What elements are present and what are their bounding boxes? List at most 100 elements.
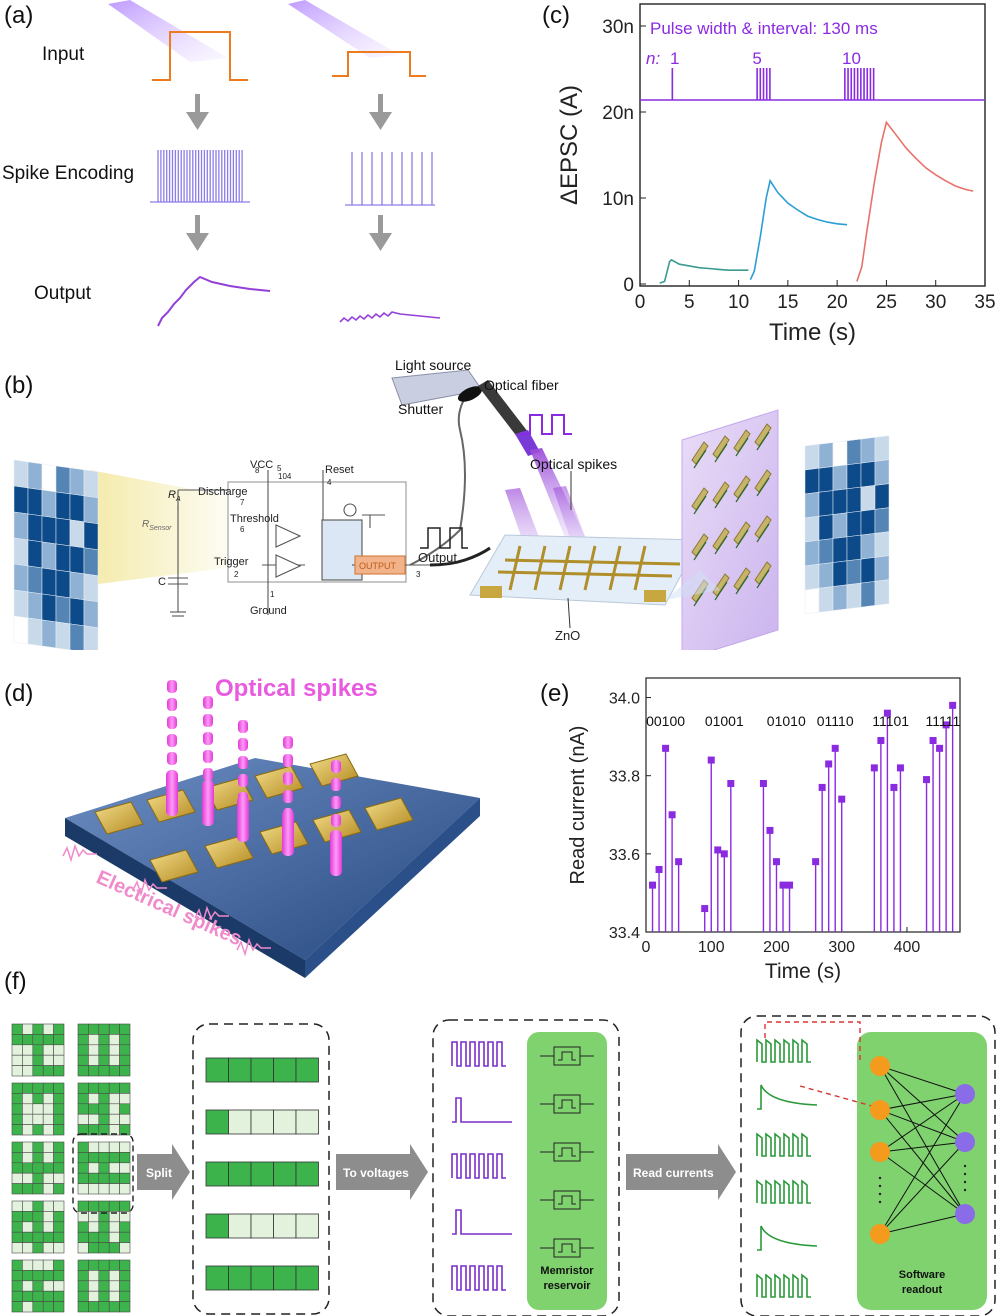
letter-pixel bbox=[53, 1124, 65, 1136]
connection bbox=[879, 1065, 966, 1143]
pixel bbox=[846, 510, 862, 538]
letter-pixel bbox=[98, 1270, 110, 1282]
split-arrow-icon bbox=[137, 1144, 190, 1200]
letter-pixel bbox=[88, 1290, 100, 1302]
letter-pixel bbox=[32, 1054, 44, 1066]
letter-pixel bbox=[11, 1162, 23, 1174]
code-label: 11111 bbox=[925, 713, 960, 729]
letter-pixel bbox=[42, 1093, 54, 1105]
pulse-count-label: 10 bbox=[842, 49, 861, 68]
pixel bbox=[69, 623, 85, 650]
light-pulse-icon bbox=[520, 414, 572, 435]
optical-pulse bbox=[203, 696, 213, 709]
pixel bbox=[860, 461, 876, 488]
optical-fiber-label: Optical fiber bbox=[484, 377, 559, 393]
x-tick-label: 15 bbox=[777, 292, 798, 313]
pixel bbox=[846, 486, 862, 514]
optical-pulse bbox=[167, 680, 177, 693]
pixel bbox=[41, 541, 57, 571]
circuit-output-label: Output bbox=[418, 550, 457, 565]
pulse-bar bbox=[762, 68, 765, 100]
spike-train-dense bbox=[157, 150, 243, 202]
memristor-reservoir-box bbox=[527, 1032, 607, 1310]
letter-pixel bbox=[88, 1152, 100, 1164]
pixel bbox=[860, 509, 876, 536]
letter-pixel bbox=[32, 1259, 44, 1271]
letter-pixel bbox=[77, 1082, 89, 1094]
letter-pixel bbox=[77, 1054, 89, 1066]
code-label: 01001 bbox=[705, 713, 744, 729]
trigger-label: Trigger bbox=[214, 556, 249, 568]
pixel bbox=[69, 467, 85, 497]
split-rows bbox=[205, 1057, 319, 1291]
letter-pixel bbox=[32, 1231, 44, 1243]
panel-c-label: (c) bbox=[542, 2, 570, 29]
letter-pixel bbox=[88, 1065, 100, 1077]
letter-pixel bbox=[32, 1242, 44, 1254]
letter-pixel bbox=[22, 1200, 34, 1212]
letter-pixel bbox=[53, 1259, 65, 1271]
letter-pixel bbox=[77, 1183, 89, 1195]
timer-circuit bbox=[168, 389, 491, 617]
letter-pixel bbox=[11, 1290, 23, 1302]
letter-pixel bbox=[108, 1172, 120, 1184]
letter-pixel bbox=[98, 1044, 110, 1056]
x-axis-label: Time (s) bbox=[769, 319, 856, 346]
current-waveform bbox=[756, 1038, 811, 1063]
stem-marker bbox=[812, 858, 820, 866]
pixel bbox=[804, 564, 820, 591]
letter-pixel bbox=[98, 1023, 110, 1035]
letter-pixel bbox=[119, 1301, 131, 1313]
pixel bbox=[13, 485, 29, 515]
letter-pixel bbox=[108, 1259, 120, 1271]
rsensor-sub: Sensor bbox=[149, 525, 172, 532]
pixel bbox=[874, 555, 890, 582]
letter-pixel bbox=[32, 1023, 44, 1035]
stem-marker bbox=[929, 737, 937, 745]
optical-pulse bbox=[331, 814, 341, 827]
letter-pixel bbox=[88, 1200, 100, 1212]
pin-7: 7 bbox=[240, 498, 245, 507]
row-cell bbox=[273, 1161, 297, 1187]
row-cell bbox=[205, 1057, 229, 1083]
letter-pixel bbox=[77, 1023, 89, 1035]
letter-pixel bbox=[53, 1093, 65, 1105]
output-label: Output bbox=[34, 283, 92, 304]
pixel bbox=[846, 462, 862, 490]
to-voltages-label: To voltages bbox=[343, 1166, 409, 1180]
spike-train-sparse bbox=[351, 152, 433, 205]
ra-label: R bbox=[168, 489, 176, 501]
pixel bbox=[860, 485, 876, 512]
rsensor-label: R bbox=[142, 519, 149, 530]
letter-pixel bbox=[88, 1162, 100, 1174]
row-cell bbox=[250, 1161, 274, 1187]
pixel bbox=[832, 536, 848, 563]
letter-pixel bbox=[77, 1152, 89, 1164]
synapse-device bbox=[733, 475, 751, 499]
synapse-device bbox=[733, 567, 751, 591]
optical-pulse bbox=[203, 714, 213, 727]
letter-pixel bbox=[53, 1211, 65, 1223]
pixel bbox=[27, 565, 43, 595]
letter-pixel bbox=[42, 1162, 54, 1174]
pixel bbox=[860, 437, 876, 464]
memristor-icon bbox=[553, 1142, 581, 1162]
optical-pulse bbox=[283, 754, 293, 767]
letter-pixel bbox=[42, 1259, 54, 1271]
letter-pixel bbox=[88, 1034, 100, 1046]
letter-pixel bbox=[32, 1103, 44, 1115]
pulse-bar bbox=[765, 68, 768, 100]
light-source-label: Light source bbox=[395, 357, 471, 373]
shutter-icon bbox=[457, 386, 483, 402]
letter-pixel bbox=[108, 1054, 120, 1066]
panel-b-label: (b) bbox=[4, 372, 34, 399]
input-neuron bbox=[870, 1100, 890, 1120]
output-curve-weak bbox=[339, 311, 441, 323]
pixel bbox=[69, 493, 85, 523]
pixel bbox=[13, 459, 29, 489]
pulse-bar bbox=[860, 68, 862, 100]
pulse-count-label: 5 bbox=[752, 49, 761, 68]
letter-pixel bbox=[53, 1034, 65, 1046]
stem-marker bbox=[701, 905, 709, 913]
pixel bbox=[804, 516, 820, 543]
